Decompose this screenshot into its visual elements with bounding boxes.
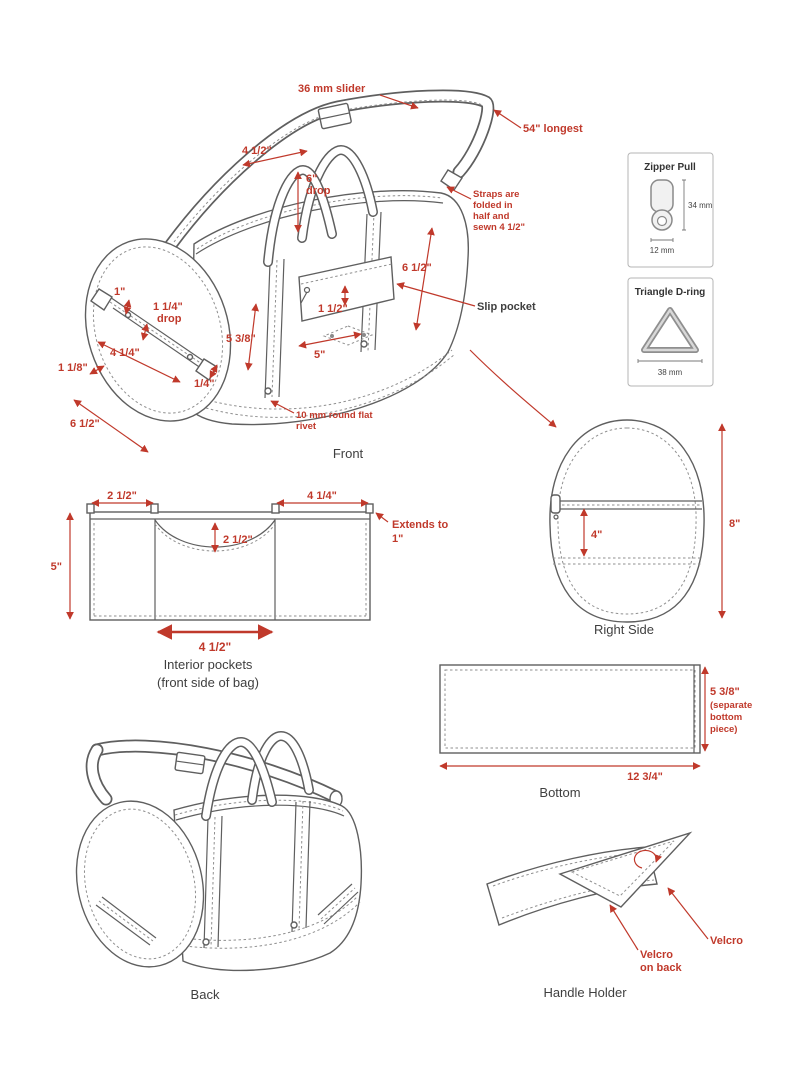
rivet [264,387,272,395]
label-side-zip-offset: 4" [591,529,602,541]
label-straps-note-3: half and [473,211,510,222]
label-quarter: 1/4" [194,378,215,390]
d-ring [90,288,113,311]
leader-longest [493,109,522,129]
label-left-pocket: 2 1/2" [107,490,137,502]
label-rivet-2: rivet [296,421,317,432]
label-end-width: 6 1/2" [70,418,100,430]
label-right-pocket: 4 1/4" [307,490,337,502]
label-drop-word: drop [306,185,331,197]
label-side-height: 8" [729,518,740,530]
handle-holder-drawing: Velcro Velcro on back Handle Holder [486,831,743,1000]
label-velcro-back-1: Velcro [640,949,673,961]
back-end-panel [75,800,205,968]
label-straps-note-1: Straps are [473,189,519,200]
leader-velcro-back [609,904,639,951]
leader-extends [375,512,389,523]
label-panel-depth: 5 3/8" [226,333,256,345]
label-velcro: Velcro [710,935,743,947]
label-54-longest: 54" longest [523,123,583,135]
d-ring-panel: Triangle D-ring 38 mm [627,277,714,387]
label-handle-span: 4 1/2" [242,145,272,157]
rivet [202,938,210,946]
label-36mm-slider: 36 mm slider [298,83,366,95]
label-end-offset: 1 1/8" [58,362,88,374]
label-bottom-length: 12 3/4" [627,771,663,783]
handle-holder-title: Handle Holder [543,985,627,1000]
label-end-drop-word: drop [157,313,182,325]
label-extends-1: Extends to [392,519,449,531]
label-pocket-drop: 1 1/2" [318,303,348,315]
back-body-straps [202,800,311,949]
dim-end-width [73,399,149,453]
end-panel-strap [90,288,218,381]
leader-velcro [667,887,709,940]
flip-arrow [633,849,663,869]
label-pocket-width: 5" [314,349,325,361]
label-one-inch: 1" [114,286,125,298]
arrow-to-right-side [469,349,557,428]
interior-title-2: (front side of bag) [157,675,259,690]
rivet [290,921,298,929]
label-velcro-back-2: on back [640,962,682,974]
leader-slider [379,94,419,110]
dim-end-offset [89,365,105,375]
label-straps-note-2: folded in [473,200,513,211]
dim-end-strap [97,341,181,383]
label-center-drop: 2 1/2" [223,534,253,546]
dim-panel-depth [244,303,260,371]
label-bottom-note-1: (separate [710,700,752,711]
label-bottom-note-2: bottom [710,712,742,723]
dim-quarter [209,364,218,379]
d-ring-title: Triangle D-ring [635,287,706,298]
label-slip-pocket: Slip pocket [477,301,536,313]
rivet [186,353,194,361]
bottom-piece-drawing: 12 3/4" 5 3/8" (separate bottom piece) B… [439,664,752,800]
label-rivet-1: 10 mm round flat [296,410,373,421]
back-strap-buckle [174,751,206,775]
label-bottom-note-3: piece) [710,724,737,735]
label-drop-value: 6" [306,173,317,185]
right-side-view-drawing: 8" 4" Right Side [549,419,740,637]
rivet [360,340,368,348]
label-bottom-depth: 5 3/8" [710,686,740,698]
leader-rivet [270,400,295,414]
dim-body-height [413,227,435,331]
dim-pocket-width [298,331,362,349]
triangle-d-ring-icon [641,307,699,353]
zipper-pull-panel: Zipper Pull 34 mm 12 mm [627,152,714,268]
back-view-drawing: Back [75,730,363,1002]
strap-slider [317,102,352,130]
handle-holder-flap [558,831,693,908]
zipper-pull-icon [650,179,674,231]
dim-end-drop [140,323,150,341]
label-extends-2: 1" [392,533,403,545]
front-view-drawing: 36 mm slider 54" longest 4 1/2" 6" drop … [58,83,583,461]
zipper-pull-title: Zipper Pull [644,162,696,173]
interior-pockets-drawing: 2 1/2" 4 1/4" 2 1/2" 5" 4 1/2" Extends t… [51,490,449,690]
side-zipper-pull [550,494,561,514]
label-end-strap: 4 1/4" [110,347,140,359]
label-center-width: 4 1/2" [199,640,231,654]
bottom-title: Bottom [539,785,580,800]
dim-handle-span [242,148,308,168]
zipper-pull-height: 34 mm [688,201,713,210]
leader-straps-note [446,186,472,200]
label-end-drop-value: 1 1/4" [153,301,183,313]
right-side-title: Right Side [594,622,654,637]
front-title: Front [333,446,364,461]
leader-slip-pocket [396,282,476,307]
label-pocket-height: 5" [51,561,62,573]
back-title: Back [191,987,220,1002]
dim-one-inch [123,299,132,315]
label-straps-note-4: sewn 4 1/2" [473,222,525,233]
interior-title-1: Interior pockets [164,657,253,672]
label-body-height: 6 1/2" [402,262,432,274]
zipper-pull-width: 12 mm [650,246,675,255]
d-ring-width: 38 mm [658,368,683,377]
